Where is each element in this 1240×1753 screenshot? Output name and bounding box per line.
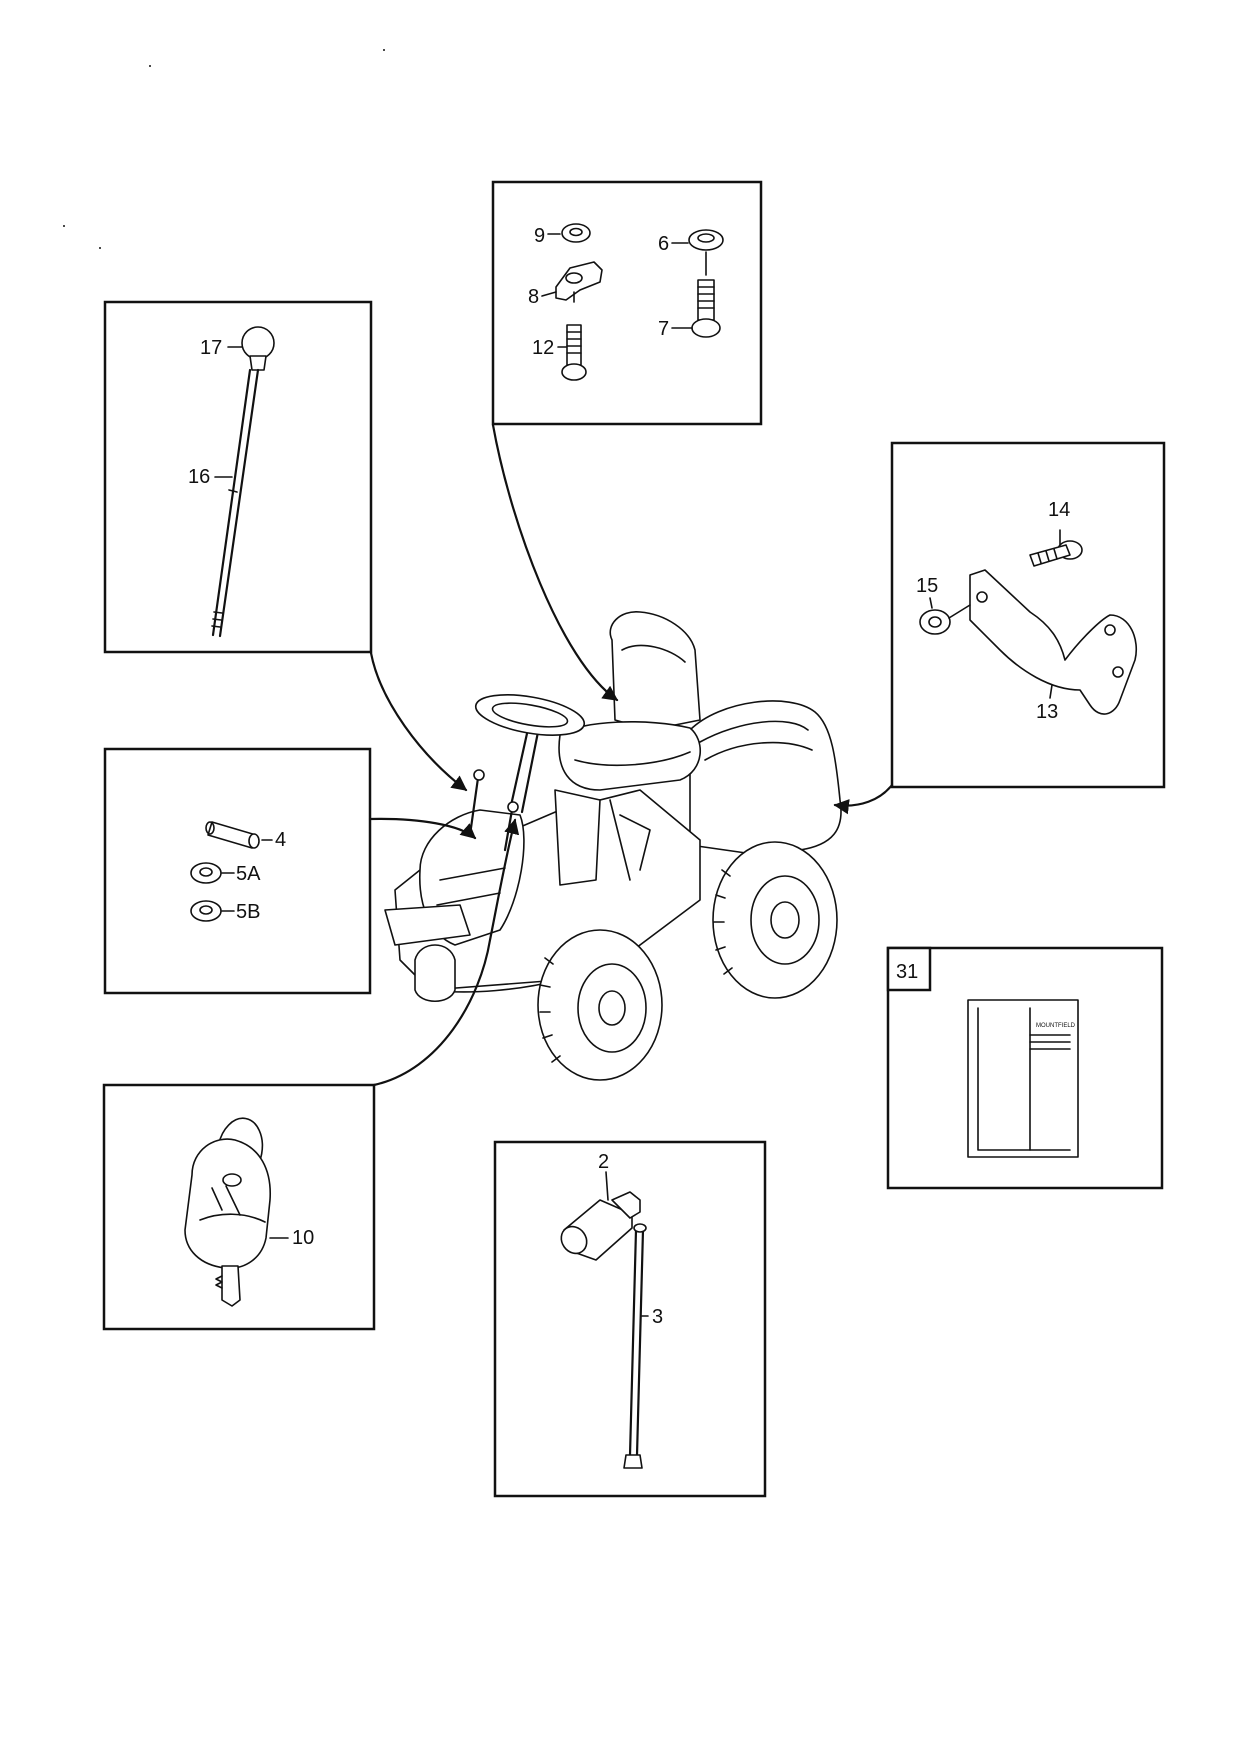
callout-15: 15 [916, 575, 938, 597]
part-panel-bracket: 14 15 13 [890, 441, 1166, 789]
callout-8: 8 [528, 286, 539, 308]
callout-4: 4 [275, 829, 286, 851]
callout-14: 14 [1048, 499, 1070, 521]
callout-12: 12 [532, 337, 554, 359]
callout-16: 16 [188, 466, 210, 488]
callout-13: 13 [1036, 701, 1058, 723]
callout-9: 9 [534, 225, 545, 247]
callout-10: 10 [292, 1227, 314, 1249]
callout-6: 6 [658, 233, 669, 255]
leader-arrows [368, 423, 894, 1087]
scan-specks [63, 49, 385, 249]
ride-on-mower-illustration [384, 611, 842, 1081]
callout-5b: 5B [236, 901, 260, 923]
manual-cover-text: MOUNTFIELD [1036, 1023, 1076, 1029]
part-panel-seat-fixings: 9 8 12 6 7 [491, 180, 763, 426]
part-panel-tow-pin: 2 3 [493, 1140, 767, 1498]
callout-3: 3 [652, 1306, 663, 1328]
callout-2: 2 [598, 1151, 609, 1173]
part-panel-manual: 31 MOUNTFIELD [886, 946, 1164, 1190]
callout-31: 31 [896, 961, 918, 983]
part-panel-ignition-key: 10 [102, 1083, 376, 1331]
part-panel-pin-washers: 4 5A 5B [103, 747, 372, 995]
callout-17: 17 [200, 337, 222, 359]
callout-5a: 5A [236, 863, 261, 885]
callout-7: 7 [658, 318, 669, 340]
part-panel-gear-lever: 17 16 [103, 300, 373, 654]
